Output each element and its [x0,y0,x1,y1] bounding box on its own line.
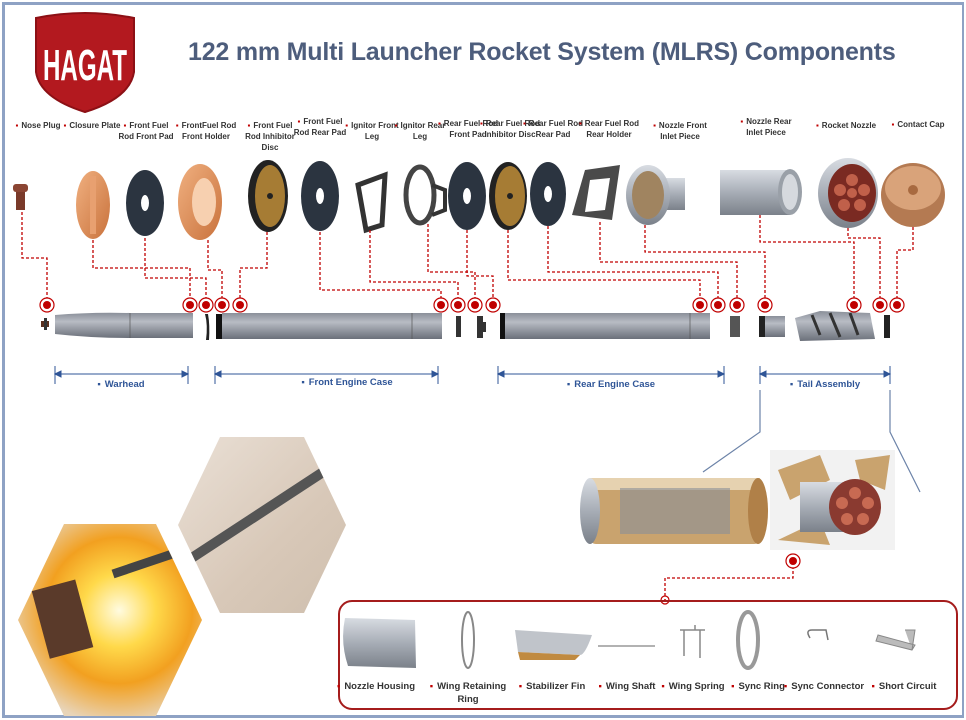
marker-dot [198,297,214,313]
tail-assembly-cutaway-image [580,478,768,544]
nose-plug-image [13,184,28,210]
marker-dot [232,297,248,313]
component-label: ▪Rear Fuel Rod Inhibitor Disc [479,119,541,139]
marker-dot [214,297,230,313]
component-label: ▪Ignitor Front Leg [345,121,399,141]
component-label: ▪Rear Fuel Rod Rear Pad [522,119,584,139]
marker-dot [889,297,905,313]
section-brackets [53,366,892,384]
nozzle-rear-inlet-piece-image [720,169,802,215]
connector-lines [21,212,914,598]
closure-plate-image [76,171,110,239]
marker-dot [872,297,888,313]
tail-part-label: ▪Nozzle Housing [336,681,416,692]
component-label: ▪Front Fuel Rod Inhibitor Disc [245,121,295,152]
contact-cap-image [881,163,945,227]
front-fuel-rod-front-holder-image [178,164,222,240]
component-label: ▪Nozzle Rear Inlet Piece [740,117,792,137]
section-label: ▪Tail Assembly [789,379,861,390]
component-label: ▪Rocket Nozzle [815,121,877,130]
page-title: 122 mm Multi Launcher Rocket System (MLR… [188,38,896,66]
section-label: ▪Front Engine Case [301,377,393,388]
rear-fuel-rod-inhibitor-disc-image [489,162,527,230]
component-label: ▪FrontFuel Rod Front Holder [175,121,237,141]
marker-dot [433,297,449,313]
component-label: ▪Rear Fuel Rod Front Pad [437,119,499,139]
marker-dot [467,297,483,313]
tail-part-label: ▪Sync Connector [783,681,865,692]
rocket-nozzle-image [818,158,878,228]
tail-part-label: ▪Wing Retaining Ring [429,681,507,705]
component-label: ▪Nozzle Front Inlet Piece [653,121,707,141]
rear-fuel-rod-front-pad-image [448,162,486,230]
tail-part-label: ▪Sync Ring [731,681,785,692]
marker-dot [485,297,501,313]
front-fuel-rod-rear-pad-image [301,161,339,231]
tail-part-label: ▪Stabilizer Fin [518,681,586,692]
component-label: ▪Contact Cap [891,120,945,129]
marker-dot [182,297,198,313]
marker-dot [39,297,55,313]
marker-dot [692,297,708,313]
rocket-assembly [41,311,890,341]
section-label: ▪Rear Engine Case [566,379,656,390]
marker-dot [757,297,773,313]
component-label: ▪Front Fuel Rod Front Pad [118,121,174,141]
section-label: ▪Warhead [97,379,145,390]
component-label: ▪Ignitor Rear Leg [394,121,446,141]
tail-part-label: ▪Wing Shaft [598,681,656,692]
front-fuel-rod-front-pad-image [126,170,164,236]
marker-dot [846,297,862,313]
marker-dot [710,297,726,313]
tail-part-label: ▪Wing Spring [661,681,725,692]
front-fuel-rod-inhibitor-disc-image [248,160,288,232]
subparts-images [343,610,916,670]
tail-parts-box [338,600,958,710]
rear-fuel-rod-rear-holder-image [572,165,620,220]
tail-part-label: ▪Short Circuit [871,681,937,692]
component-label: ▪Front Fuel Rod Rear Pad [293,117,347,137]
tail-assembly-fins-image [770,450,895,550]
rocket-fire-photo [18,524,202,716]
component-label: ▪Rear Fuel Rod Rear Holder [578,119,640,139]
ignitor-front-leg-image [355,171,388,234]
rear-fuel-rod-rear-pad-image [530,162,566,226]
component-label: ▪Closure Plate [63,121,121,130]
component-label: ▪Nose Plug [15,121,61,130]
marker-dot [729,297,745,313]
marker-dot [785,553,801,569]
nozzle-front-inlet-piece-image [626,165,685,225]
marker-dot [450,297,466,313]
ignitor-rear-leg-image [403,164,447,226]
